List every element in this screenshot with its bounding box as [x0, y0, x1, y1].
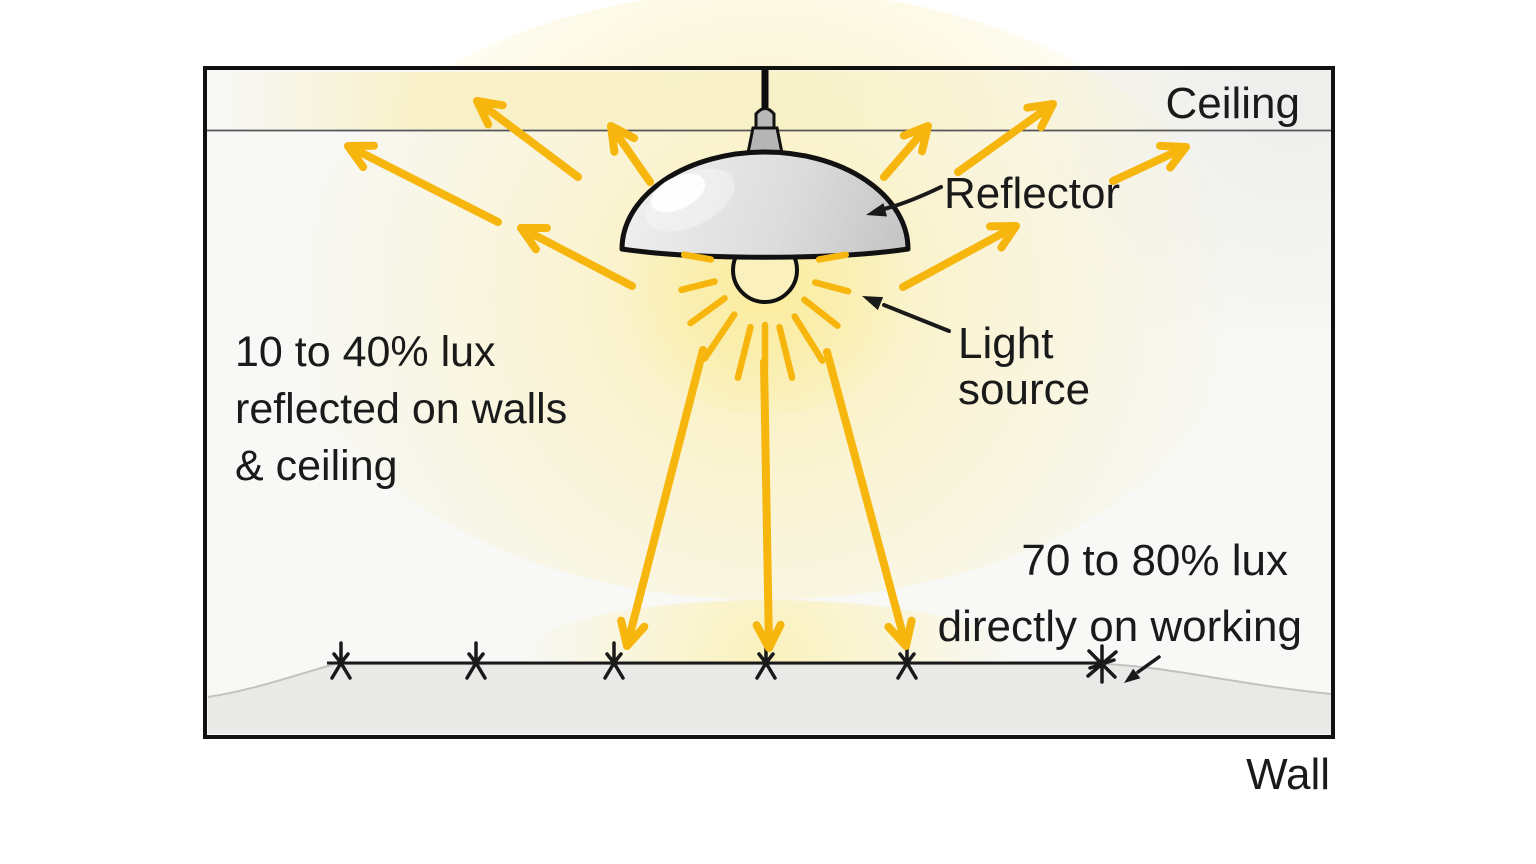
- ceiling-glow-band: [220, 72, 1220, 129]
- reflected-ray-arrow: [517, 224, 636, 290]
- reflected-ray-arrow: [954, 100, 1057, 176]
- light-dash: [776, 323, 796, 381]
- reflector-pointer-arrow: [866, 185, 943, 217]
- floor-edge: [207, 663, 1332, 698]
- measure-point-end: [1086, 644, 1118, 684]
- reflected-ray-arrow: [607, 122, 654, 186]
- light-dash: [680, 251, 715, 263]
- light-dash: [687, 295, 728, 327]
- reflected-ray-arrow: [899, 222, 1020, 291]
- measure-point: [330, 641, 352, 680]
- light-dash: [801, 296, 841, 329]
- measure-point: [603, 641, 625, 680]
- reflected-lux-note-line1: 10 to 40% lux: [235, 328, 496, 376]
- reflected-lux-note-line3: & ceiling: [235, 442, 398, 490]
- floor: [208, 664, 1331, 734]
- direct-ray-arrow: [752, 358, 785, 652]
- reflector-label: Reflector: [944, 169, 1120, 218]
- light-dash: [701, 311, 738, 362]
- reflected-lux-note-line2: reflected on walls: [235, 385, 567, 433]
- direct-lux-note-line2: directly on working: [938, 602, 1302, 651]
- direct-ray-arrow: [617, 346, 707, 650]
- reflected-ray-arrow: [1109, 141, 1190, 185]
- working-plane-pointer-arrow: [1124, 655, 1161, 683]
- light-source-pointer-arrow: [862, 296, 951, 333]
- measure-point: [896, 641, 918, 680]
- ceiling-label: Ceiling: [1165, 79, 1300, 128]
- direct-lux-note-line1: 70 to 80% lux: [1021, 536, 1288, 585]
- reflector-highlight-core: [651, 173, 705, 213]
- light-dash: [791, 313, 826, 364]
- reflected-ray-arrow: [344, 141, 502, 226]
- measure-point: [755, 641, 777, 680]
- reflected-ray-arrow: [880, 122, 932, 181]
- wall-label: Wall: [1246, 750, 1330, 799]
- measure-point: [465, 641, 487, 680]
- light-dash: [815, 251, 850, 263]
- direct-ray-arrow: [823, 348, 916, 650]
- light-source-label-line1: Light: [958, 319, 1053, 368]
- light-dash: [678, 278, 718, 294]
- frame-border: [203, 66, 1335, 739]
- light-source-label-line2: source: [958, 365, 1090, 414]
- reflected-ray-arrow: [473, 97, 582, 181]
- light-dash: [811, 279, 852, 295]
- light-dash: [734, 323, 754, 381]
